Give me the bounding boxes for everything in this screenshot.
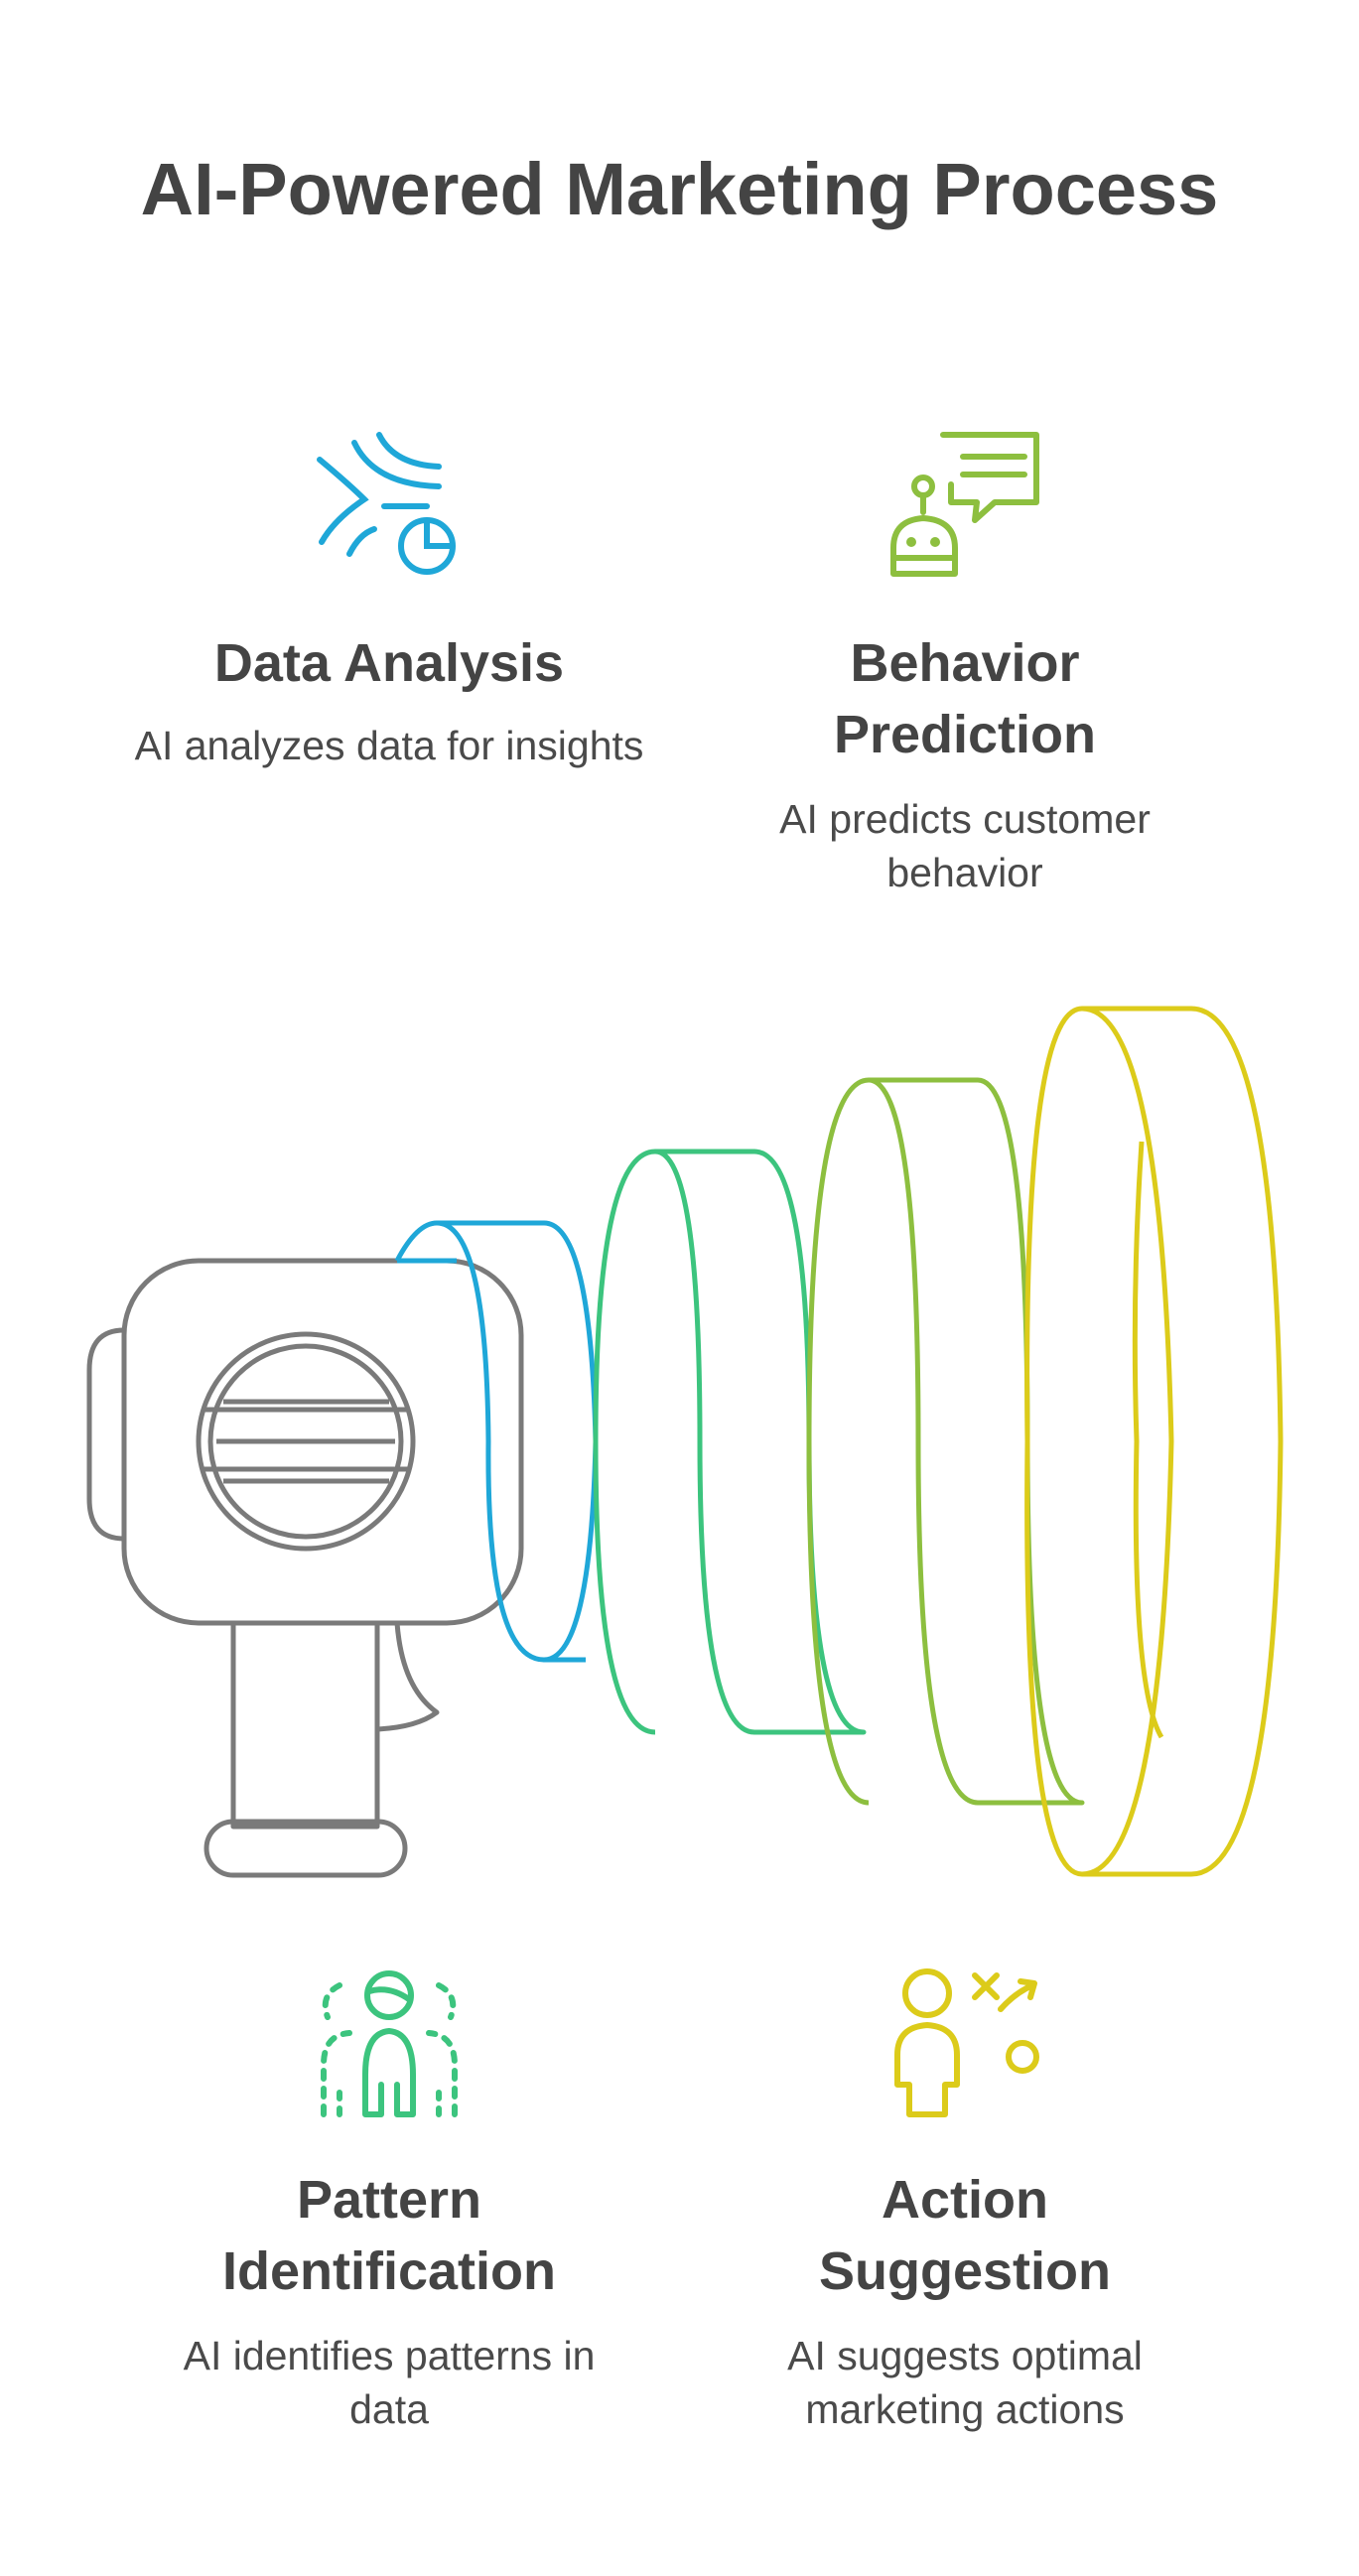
ring-yellow <box>1024 1006 1284 1877</box>
step-description: AI identifies patterns in data <box>183 2333 596 2432</box>
step-behavior-prediction: Behavior Prediction AI predicts customer… <box>707 425 1223 899</box>
step-description: AI predicts customer behavior <box>779 796 1151 895</box>
robot-chat-icon <box>890 432 1039 577</box>
ring-green <box>593 1149 867 1735</box>
step-title: Pattern Identification <box>222 2170 556 2301</box>
step-action-suggestion: Action Suggestion AI suggests optimal ma… <box>707 1966 1223 2436</box>
step-title: Data Analysis <box>213 633 565 693</box>
megaphone-illustration <box>86 1006 1284 1878</box>
strategy-person-icon <box>894 1968 1039 2117</box>
data-analysis-icon <box>317 432 456 575</box>
ring-blue <box>394 1220 599 1663</box>
step-description: AI suggests optimal marketing actions <box>787 2333 1143 2432</box>
step-description: AI analyzes data for insights <box>134 723 644 768</box>
person-pattern-icon <box>321 1970 458 2117</box>
megaphone-body <box>86 1258 524 1878</box>
step-title: Action Suggestion <box>819 2170 1111 2301</box>
step-title: Behavior Prediction <box>833 633 1097 764</box>
step-pattern-identification: Pattern Identification AI identifies pat… <box>131 1966 647 2436</box>
ring-lime <box>806 1077 1085 1806</box>
page-title: AI-Powered Marketing Process <box>140 148 1219 230</box>
step-data-analysis: Data Analysis AI analyzes data for insig… <box>131 425 647 772</box>
